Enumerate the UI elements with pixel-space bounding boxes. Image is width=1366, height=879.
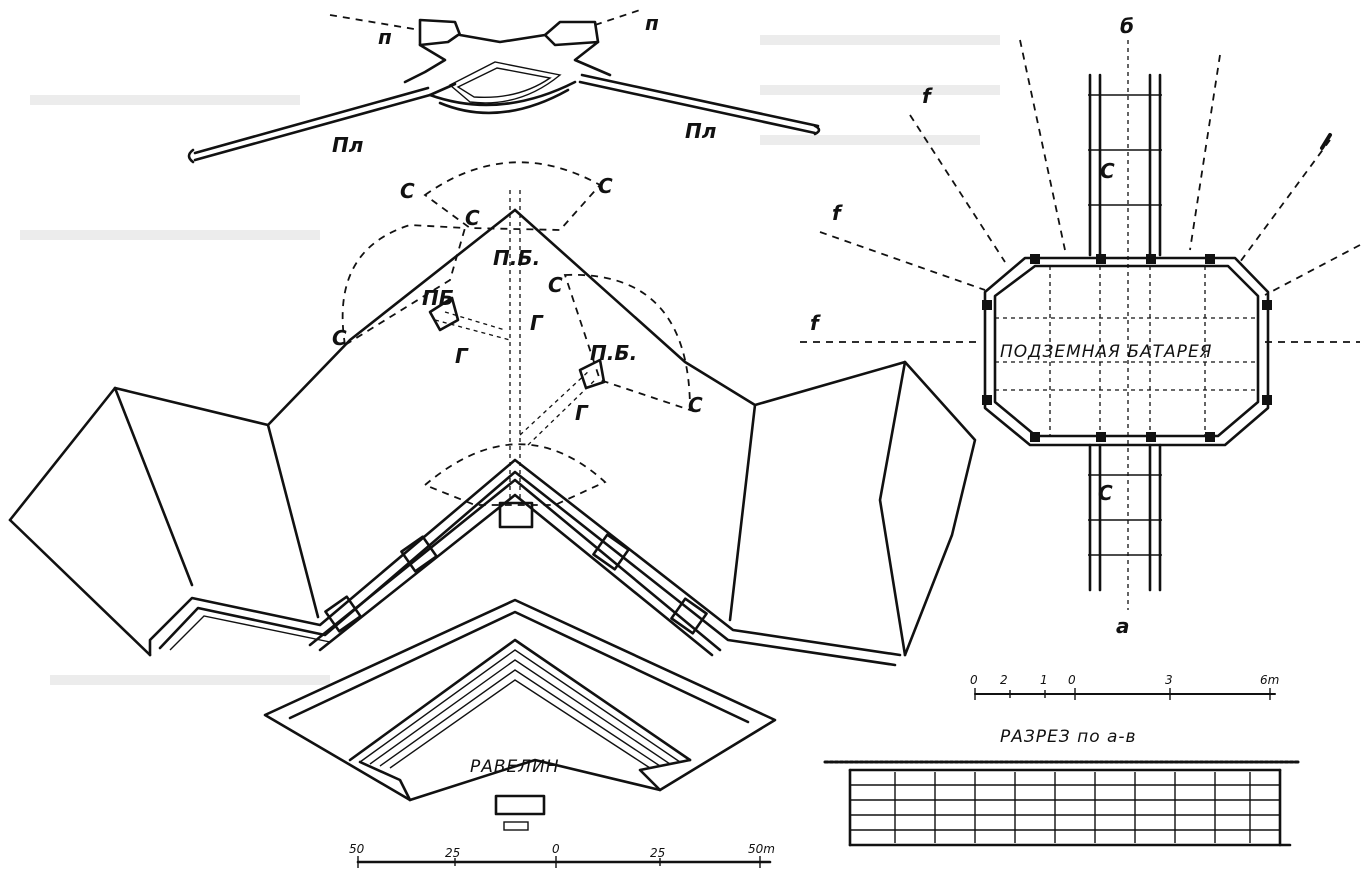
label-pb-right: П.Б. xyxy=(590,341,637,365)
label-c-3: С xyxy=(465,206,480,230)
top-fortification: п п Пл Пл xyxy=(187,9,821,164)
label-c-bottom-gallery: С xyxy=(1098,481,1113,505)
label-pl-left: Пл xyxy=(332,133,364,157)
label-c-top-gallery: С xyxy=(1100,159,1115,183)
label-f-1: f xyxy=(922,84,933,108)
scale-small-tick-0: 0 xyxy=(970,673,978,687)
label-g-3: Г xyxy=(575,401,589,425)
label-b-axis: б xyxy=(1120,14,1134,38)
scale-small-tick-5: 6m xyxy=(1260,673,1279,687)
underground-battery: ПОДЗЕМНАЯ БАТАРЕЯ б а С С f f f 0 2 1 0 … xyxy=(800,14,1361,847)
label-raveline: РАВЕЛИН xyxy=(470,757,560,777)
label-c-1: С xyxy=(400,179,415,203)
small-scale-bar: 0 2 1 0 3 6m xyxy=(970,673,1279,700)
raveline-block-small xyxy=(503,821,529,831)
label-g-1: Г xyxy=(530,311,544,335)
label-c-2: С xyxy=(598,174,613,198)
label-c-5: С xyxy=(548,273,563,297)
label-section-title: РАЗРЕЗ по а-в xyxy=(1000,727,1137,747)
bastion-labels: С С С С С С П.Б. ПБ П.Б. Г Г Г xyxy=(332,174,703,425)
label-p-left: п xyxy=(378,25,392,49)
label-f-3: f xyxy=(810,311,821,335)
label-c-4: С xyxy=(332,326,347,350)
label-pb-top: П.Б. xyxy=(493,246,540,270)
scale-main-tick-2: 0 xyxy=(552,842,560,856)
bastion-plan: РАВЕЛИН С С С С С С П.Б. ПБ П xyxy=(8,161,977,868)
label-f-2: f xyxy=(832,201,843,225)
label-g-2: Г xyxy=(455,344,469,368)
raveline-block xyxy=(494,794,546,816)
scale-main-tick-1: 25 xyxy=(445,846,460,860)
label-a-axis: а xyxy=(1116,614,1130,638)
scale-small-tick-4: 3 xyxy=(1165,673,1173,687)
scale-main-tick-3: 25 xyxy=(650,846,665,860)
scale-main-tick-4: 50m xyxy=(748,842,775,856)
scale-main-tick-0: 50 xyxy=(349,842,365,856)
label-pl-right: Пл xyxy=(685,119,717,143)
scale-small-tick-1: 2 xyxy=(1000,673,1008,687)
scale-small-tick-3: 0 xyxy=(1068,673,1076,687)
label-pb-left: ПБ xyxy=(422,286,454,310)
section-a-b xyxy=(823,760,1302,847)
label-c-6: С xyxy=(688,393,703,417)
label-battery: ПОДЗЕМНАЯ БАТАРЕЯ xyxy=(1000,342,1213,362)
scale-small-tick-2: 1 xyxy=(1040,673,1048,687)
label-p-right: п xyxy=(645,11,659,35)
main-scale-bar: 50 25 0 25 50m xyxy=(349,842,775,868)
